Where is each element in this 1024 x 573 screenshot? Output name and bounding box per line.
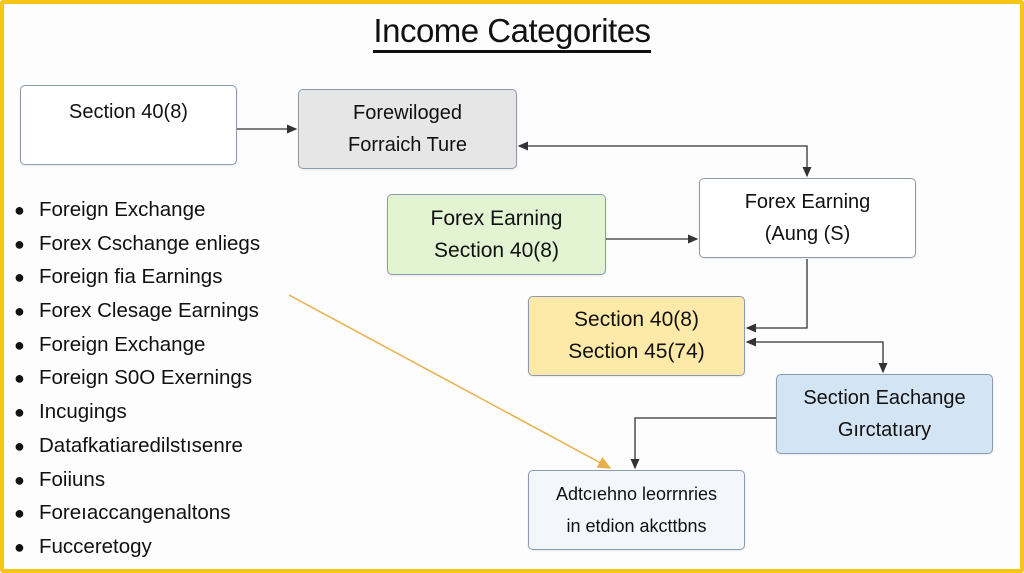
box-text: Section 40(8) xyxy=(574,308,699,331)
bullet-icon: ● xyxy=(14,402,25,423)
list-item-text: Fucceretogy xyxy=(39,534,152,558)
box-text: Section 40(8) xyxy=(69,101,188,123)
box-text: in etdion akcttbns xyxy=(566,516,707,536)
box-text: Section 40(8) xyxy=(434,238,559,262)
box-text: Gırctatıary xyxy=(837,419,932,441)
list-item: ● Incugings xyxy=(14,398,260,432)
bullet-icon: ● xyxy=(14,334,25,355)
bullet-list: ● Foreign Exchange ● Forex Cschange enlieg… xyxy=(14,196,260,567)
list-item: ● Foiiuns xyxy=(14,466,260,500)
list-item-text: Foreıaccangenaltons xyxy=(39,501,231,525)
list-item-text: Forex Clesage Earnings xyxy=(39,299,259,323)
arrow-blue-to-bottom xyxy=(630,417,776,470)
box-forex-earning-white: Forex Earning (Aung (S) xyxy=(699,178,916,258)
list-item: ● Forex Cschange enliegs xyxy=(14,230,260,264)
box-text: Forewiloged xyxy=(353,102,462,124)
box-section-40-8: Section 40(8) xyxy=(20,85,237,165)
list-item-text: Foiiuns xyxy=(39,467,106,491)
box-text: Forex Earning xyxy=(744,191,871,213)
arrow-forewiloged-to-forex-earning xyxy=(517,141,812,178)
list-item: ● Foreign Exchange xyxy=(14,331,260,365)
bullet-icon: ● xyxy=(14,301,25,322)
box-bottom: Adtcıehno leorrnries in etdion akcttbns xyxy=(528,470,745,550)
box-text: Forraich Ture xyxy=(348,134,467,156)
list-item-text: Foreign fia Earnings xyxy=(39,265,223,289)
list-item: ● Fucceretogy xyxy=(14,533,260,567)
list-item-text: Foreign S0O Exernings xyxy=(39,366,253,390)
arrow-forex-earning-to-yellow xyxy=(745,259,808,333)
title-text: Income Categorites xyxy=(373,12,651,53)
list-item: ● Forex Clesage Earnings xyxy=(14,297,260,331)
list-item-text: Forex Cschange enliegs xyxy=(39,231,261,255)
arrow-yellow-blue xyxy=(745,337,888,374)
box-text: Adtcıehno leorrnries xyxy=(555,484,718,504)
page-title: Income Categorites xyxy=(0,12,1024,53)
list-item: ● Foreign fia Earnings xyxy=(14,263,260,297)
bullet-icon: ● xyxy=(14,368,25,389)
bullet-icon: ● xyxy=(14,435,25,456)
bullet-icon: ● xyxy=(14,536,25,557)
list-item: ● Datafkatiaredilstısenre xyxy=(14,432,260,466)
list-item-text: Foreign Exchange xyxy=(39,198,206,221)
box-text: Section 45(74) xyxy=(568,340,705,363)
box-text: Section Eachange xyxy=(803,387,966,409)
list-item-text: Foreign Exchange xyxy=(39,332,206,356)
list-item: ● Foreign S0O Exernings xyxy=(14,364,260,398)
bullet-icon: ● xyxy=(14,267,25,288)
box-sections-yellow: Section 40(8) Section 45(74) xyxy=(528,296,745,376)
bullet-icon: ● xyxy=(14,200,25,220)
list-item-text: Datafkatiaredilstısenre xyxy=(39,433,243,457)
box-text: Forex Earning xyxy=(430,206,563,230)
box-text: (Aung (S) xyxy=(764,223,851,245)
bullet-icon: ● xyxy=(14,503,25,524)
arrow-list-to-bottom xyxy=(288,294,612,469)
list-item: ● Foreıaccangenaltons xyxy=(14,499,260,533)
list-item: ● Foreign Exchange xyxy=(14,196,260,230)
list-item-text: Incugings xyxy=(39,400,127,424)
bullet-icon: ● xyxy=(14,233,25,254)
bullet-icon: ● xyxy=(14,469,25,490)
